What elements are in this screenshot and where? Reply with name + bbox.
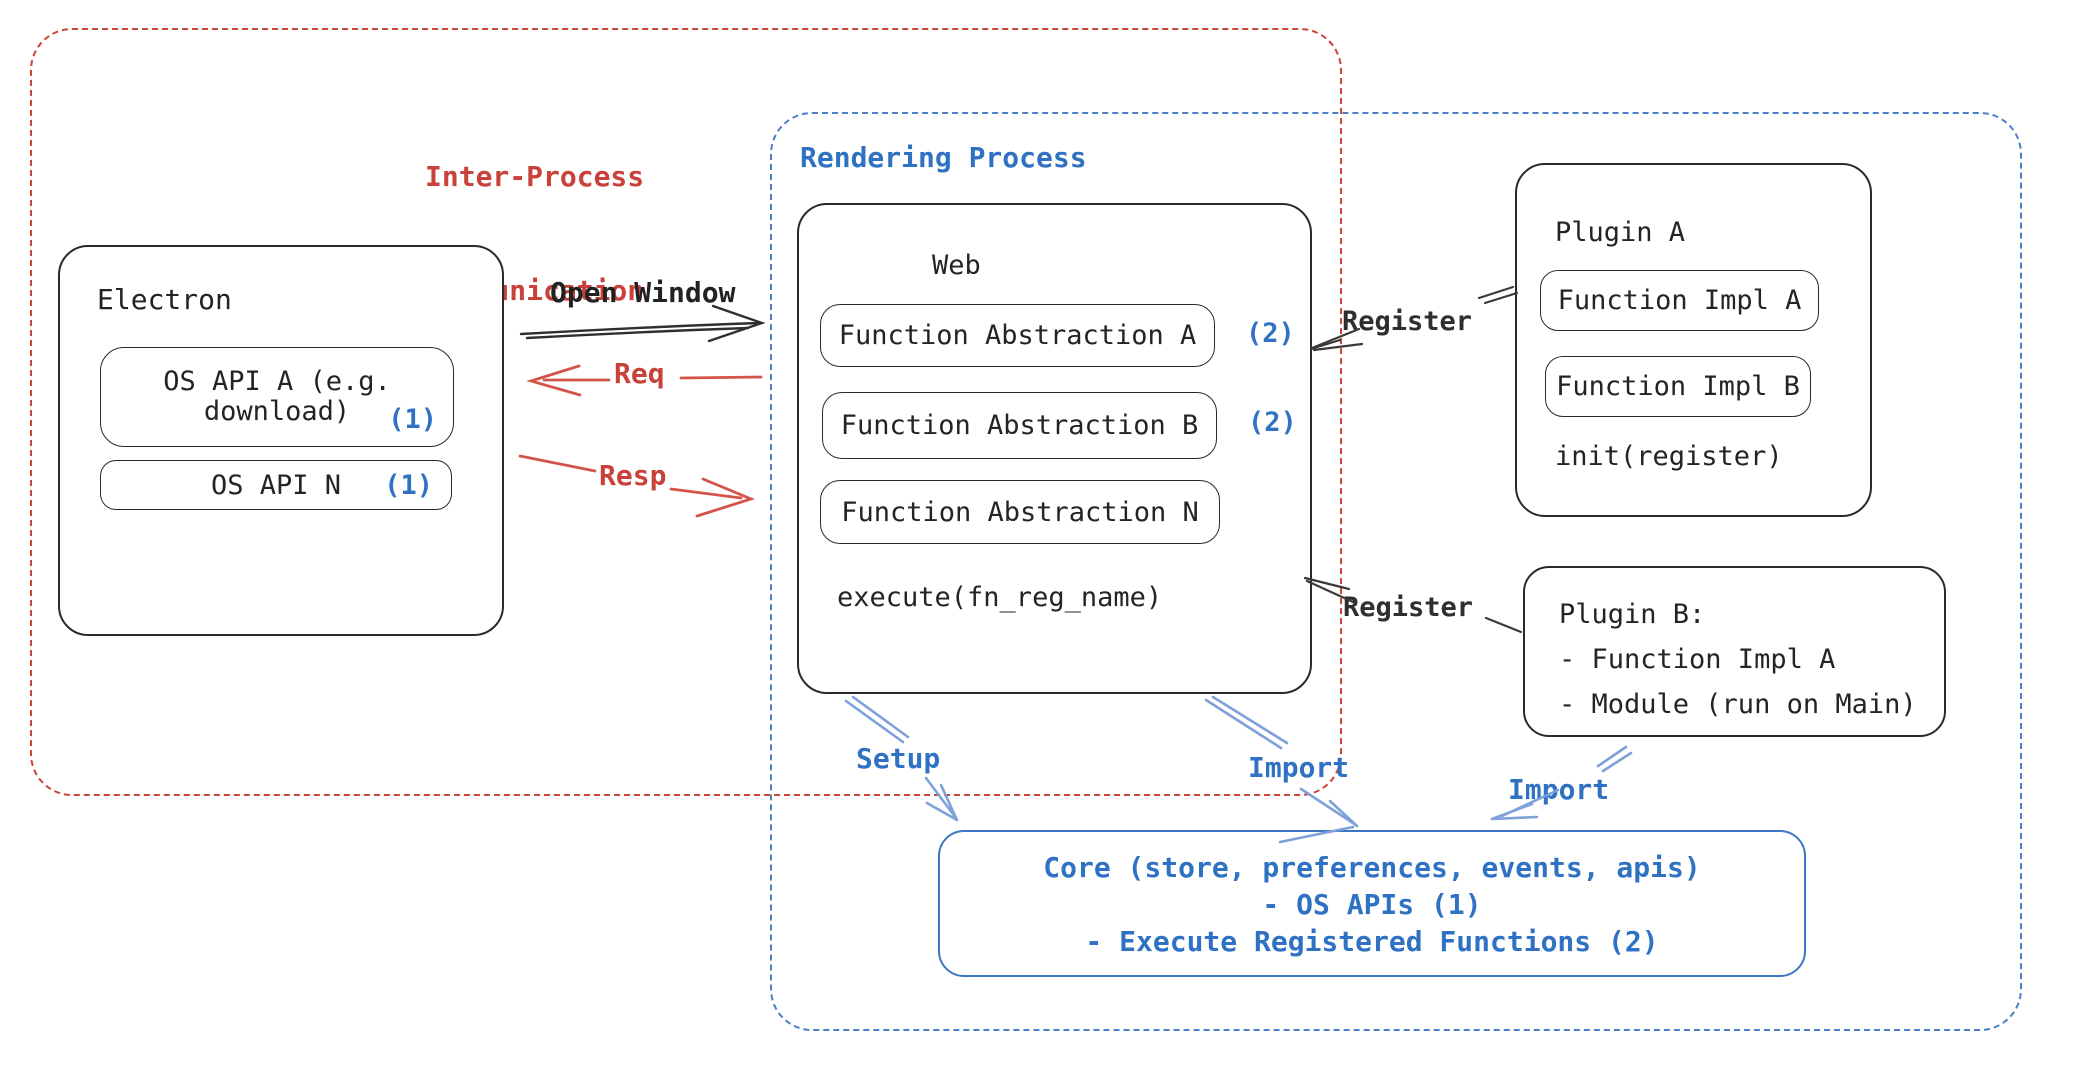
req-label: Req: [614, 357, 665, 390]
function-abstraction-n-label: Function Abstraction N: [841, 496, 1199, 528]
os-api-a-badge: (1): [388, 404, 437, 435]
os-api-a-label-line2: download): [203, 396, 351, 427]
function-impl-b-box: Function Impl B: [1545, 356, 1811, 417]
core-line-title: Core (store, preferences, events, apis): [1043, 851, 1701, 884]
web-box: Web Function Abstraction A (2) Function …: [797, 203, 1312, 694]
plugin-b-item-function-impl-a: - Function Impl A: [1559, 644, 1836, 675]
plugin-a-init-label: init(register): [1555, 441, 1783, 472]
function-abstraction-n-box: Function Abstraction N: [820, 480, 1220, 544]
plugin-a-box: Plugin A Function Impl A Function Impl B…: [1515, 163, 1872, 517]
os-api-n-badge: (1): [384, 470, 433, 501]
function-abstraction-a-box: Function Abstraction A: [820, 304, 1215, 367]
rendering-process-region-border: [770, 112, 2022, 1031]
function-impl-b-label: Function Impl B: [1556, 371, 1800, 402]
register-b-label: Register: [1343, 592, 1474, 623]
function-abstraction-b-box: Function Abstraction B: [822, 392, 1217, 459]
import-web-label: Import: [1248, 751, 1350, 784]
ipc-region-label-line1: Inter-Process: [425, 160, 645, 193]
plugin-b-title: Plugin B:: [1559, 599, 1706, 630]
rendering-process-label: Rendering Process: [800, 141, 1087, 174]
web-execute-label: execute(fn_reg_name): [837, 582, 1163, 613]
os-api-a-label-line1: OS API A (e.g.: [163, 366, 391, 397]
os-api-n-label: OS API N: [210, 469, 342, 501]
electron-box: Electron OS API A (e.g. download) (1) OS…: [58, 245, 504, 636]
electron-title: Electron: [97, 283, 232, 316]
function-impl-a-box: Function Impl A: [1540, 270, 1819, 331]
os-api-n-box: OS API N (1): [100, 460, 452, 510]
function-abstraction-a-label: Function Abstraction A: [838, 320, 1197, 351]
register-a-label: Register: [1342, 306, 1473, 337]
web-title: Web: [932, 250, 981, 281]
core-line-os-apis: - OS APIs (1): [1262, 888, 1482, 921]
plugin-a-title: Plugin A: [1555, 217, 1686, 248]
ipc-region-border: [30, 28, 1342, 796]
function-abstraction-b-label: Function Abstraction B: [840, 410, 1199, 441]
plugin-b-item-module: - Module (run on Main): [1559, 689, 1917, 720]
os-api-a-box: OS API A (e.g. download) (1): [100, 347, 454, 447]
import-plugin-label: Import: [1508, 773, 1610, 806]
resp-label: Resp: [599, 459, 667, 492]
setup-label: Setup: [856, 742, 941, 775]
function-abstraction-a-badge: (2): [1246, 318, 1295, 349]
core-line-execute-registered: - Execute Registered Functions (2): [1085, 925, 1659, 958]
function-abstraction-b-badge: (2): [1248, 407, 1297, 438]
core-box: Core (store, preferences, events, apis) …: [938, 830, 1806, 977]
function-impl-a-label: Function Impl A: [1557, 285, 1802, 316]
open-window-label: Open Window: [550, 276, 736, 309]
plugin-b-box: Plugin B: - Function Impl A - Module (ru…: [1523, 566, 1946, 737]
